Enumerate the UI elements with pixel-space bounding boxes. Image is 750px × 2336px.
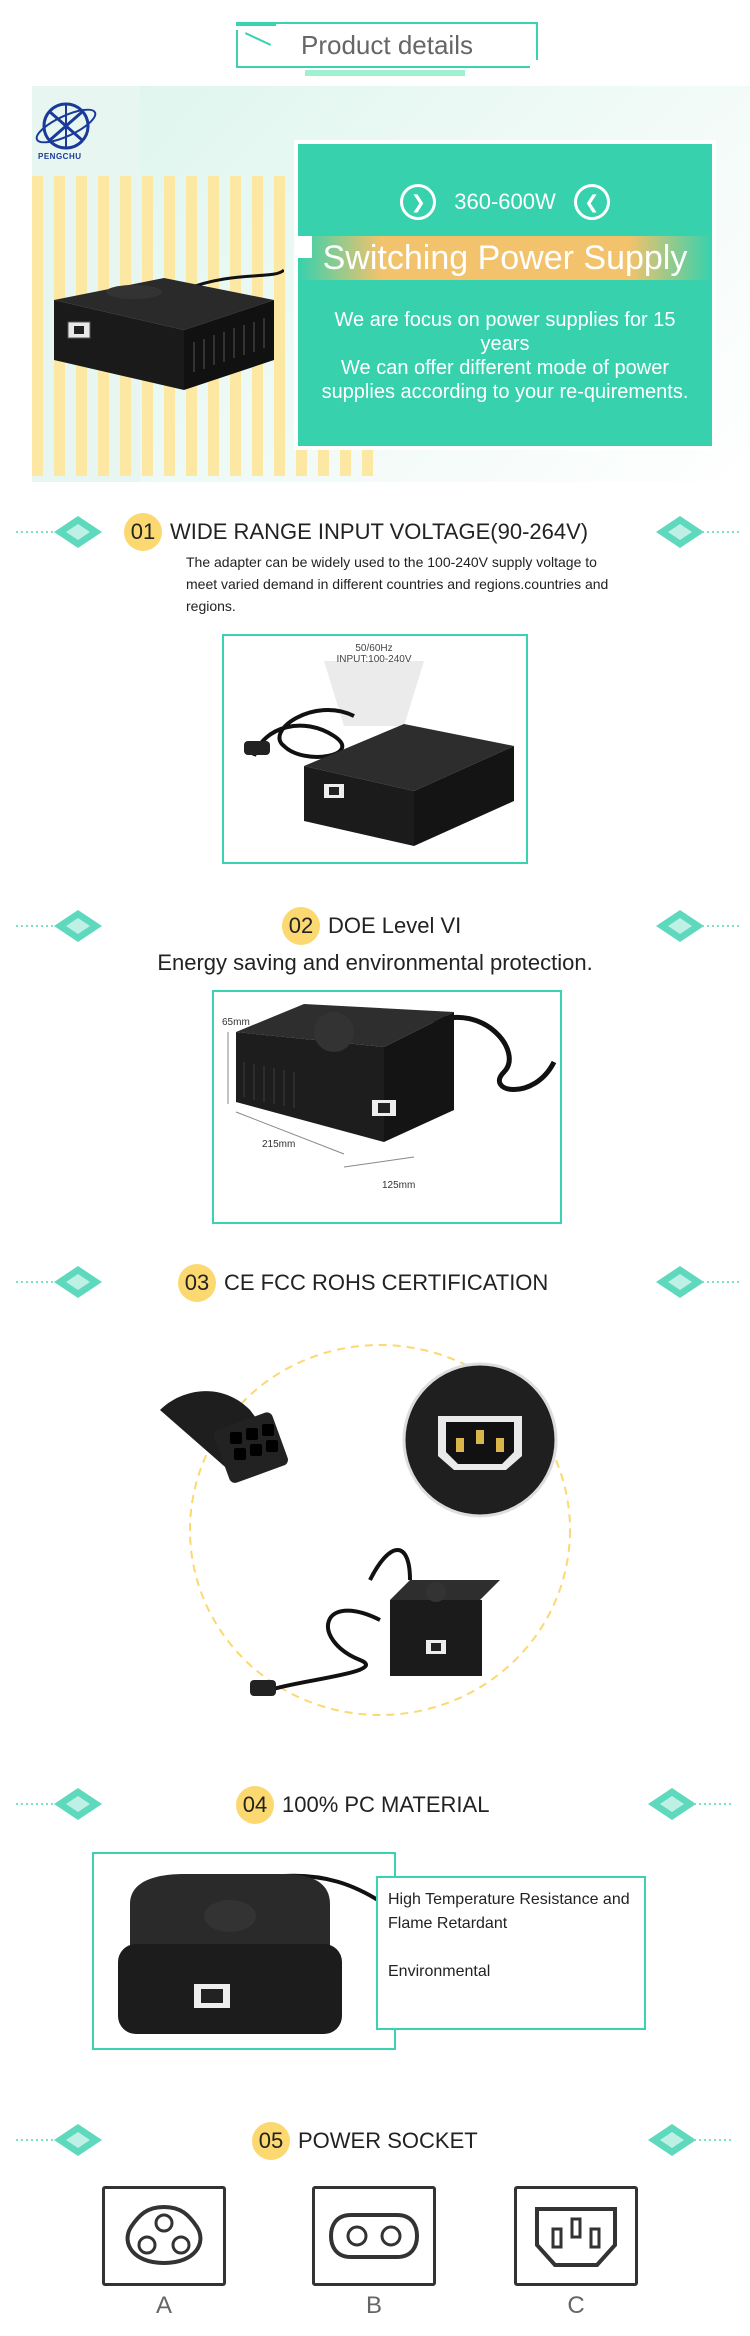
dimension-width-label: 125mm [382, 1180, 415, 1191]
adapter-dimensions-image: 65mm 215mm 125mm [222, 1004, 557, 1191]
section-04-image-frame [92, 1852, 396, 2050]
chevron-right-icon: ❯ [400, 184, 437, 220]
adapter-input-image: 50/60Hz INPUT:100-240V [244, 643, 514, 846]
right-diamond-decoration-icon [648, 2124, 734, 2156]
socket-c-label: C [567, 2292, 585, 2319]
section-01-text: The adapter can be widely used to the 10… [186, 554, 609, 614]
section-01-number: 01 [124, 513, 162, 551]
socket-a-icon [102, 2186, 226, 2286]
left-diamond-decoration-icon [16, 1266, 102, 1298]
right-diamond-decoration-icon [656, 516, 742, 548]
power-supply-image [54, 268, 284, 390]
section-04-heading: 04 100% PC MATERIAL [236, 1786, 489, 1824]
certification-image [160, 1344, 571, 1716]
section-02-heading: 02 DOE Level VI [282, 907, 461, 945]
section-02-number: 02 [282, 907, 320, 945]
section-03-title: CE FCC ROHS CERTIFICATION [224, 1270, 549, 1295]
section-03-number: 03 [178, 1264, 216, 1302]
section-05-title: POWER SOCKET [298, 2128, 478, 2153]
section-05-heading: 05 POWER SOCKET [252, 2122, 478, 2160]
hero-description: We are focus on power supplies for 15 ye… [314, 308, 696, 404]
left-diamond-decoration-icon [16, 910, 102, 942]
title-underline [305, 70, 465, 76]
right-diamond-decoration-icon [656, 1266, 742, 1298]
pc-material-image [118, 1873, 386, 2034]
section-02-text: Energy saving and environmental protecti… [157, 950, 593, 975]
section-02-title: DOE Level VI [328, 913, 462, 938]
input-voltage-label: INPUT:100-240V [336, 654, 411, 665]
dimension-length-label: 215mm [262, 1139, 295, 1150]
title-accent-bar [236, 22, 276, 26]
hero-stripe [32, 176, 43, 476]
hero-banner-text: Switching Power Supply [322, 238, 688, 277]
section-01-image-frame: 50/60Hz INPUT:100-240V [222, 634, 528, 864]
product-details-label: Product details [301, 29, 473, 60]
hero-power-range: 360-600W [454, 189, 556, 214]
hero-power-row: ❯ 360-600W ❮ [298, 182, 712, 222]
right-diamond-decoration-icon [656, 910, 742, 942]
dimension-height-label: 65mm [222, 1017, 250, 1028]
section-02-image-frame: 65mm 215mm 125mm [212, 990, 562, 1224]
feature-card: High Temperature Resistance and Flame Re… [376, 1876, 646, 2030]
socket-c-icon [514, 2186, 638, 2286]
chevron-left-icon: ❮ [573, 184, 610, 220]
hero-banner: Switching Power Supply [298, 236, 712, 280]
section-01-title: WIDE RANGE INPUT VOLTAGE(90-264V) [170, 519, 589, 544]
socket-a-label: A [155, 2292, 172, 2319]
feature-1: High Temperature Resistance and Flame Re… [388, 1891, 630, 1932]
socket-b-label: B [365, 2292, 382, 2319]
socket-b-icon [312, 2186, 436, 2286]
hero-card: ❯ 360-600W ❮ Switching Power Supply We a… [298, 144, 712, 446]
feature-2: Environmental [388, 1963, 491, 1980]
section-03-heading: 03 CE FCC ROHS CERTIFICATION [178, 1264, 548, 1302]
left-diamond-decoration-icon [16, 1788, 102, 1820]
product-details-title: Product details [228, 14, 546, 76]
section-01-heading: 01 WIDE RANGE INPUT VOLTAGE(90-264V) [124, 513, 588, 551]
section-05-number: 05 [252, 2122, 290, 2160]
brand-name: PENGCHU [38, 152, 82, 161]
right-diamond-decoration-icon [648, 1788, 734, 1820]
section-04-title: 100% PC MATERIAL [282, 1792, 490, 1817]
left-diamond-decoration-icon [16, 516, 102, 548]
hero-stripe [274, 176, 285, 476]
left-diamond-decoration-icon [16, 2124, 102, 2156]
input-freq-label: 50/60Hz [355, 643, 392, 654]
hero-desc-line-2: We can offer different mode of power sup… [321, 357, 689, 403]
brand-logo-icon [35, 102, 97, 150]
hero-desc-line-1: We are focus on power supplies for 15 ye… [334, 309, 676, 355]
dc-connector-icon [160, 1391, 288, 1483]
section-04-number: 04 [236, 1786, 274, 1824]
